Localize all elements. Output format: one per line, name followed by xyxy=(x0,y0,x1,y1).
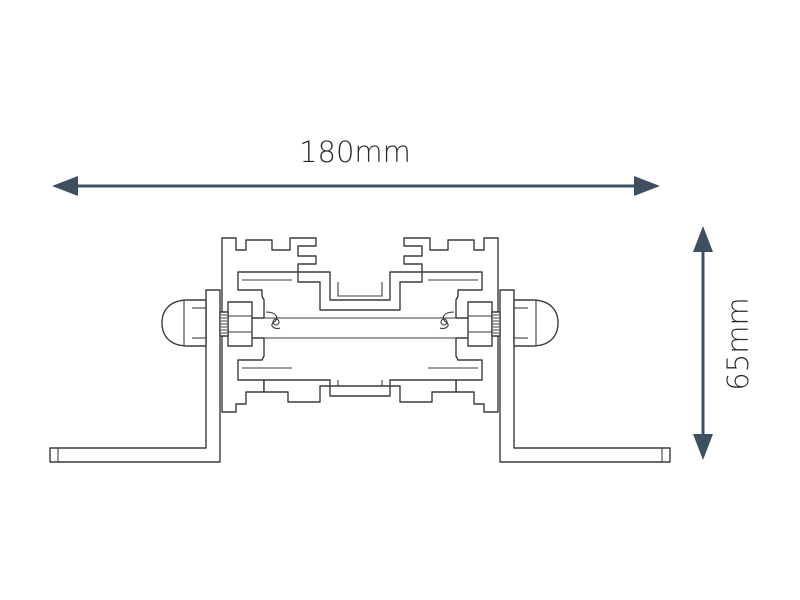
right-bolt-assembly xyxy=(467,299,559,347)
width-arrow-left-icon xyxy=(52,176,78,196)
aluminium-profile xyxy=(221,237,499,413)
height-dimension: 65mm xyxy=(693,226,755,460)
width-dimension: 180mm xyxy=(52,135,660,196)
height-arrow-top-icon xyxy=(693,226,713,252)
width-dimension-label: 180mm xyxy=(299,135,411,169)
profile-bottom-channel xyxy=(263,379,457,403)
left-mounting-bracket xyxy=(49,289,221,463)
height-arrow-bottom-icon xyxy=(693,434,713,460)
right-mounting-bracket xyxy=(499,289,671,463)
right-spring-clip xyxy=(439,311,455,330)
left-spring-clip xyxy=(265,311,281,330)
width-arrow-right-icon xyxy=(634,176,660,196)
right-nut-icon xyxy=(467,301,493,347)
left-bolt-assembly xyxy=(161,299,253,347)
profile-top-channel xyxy=(297,271,423,311)
left-nut-icon xyxy=(227,301,253,347)
height-dimension-label: 65mm xyxy=(721,297,755,390)
